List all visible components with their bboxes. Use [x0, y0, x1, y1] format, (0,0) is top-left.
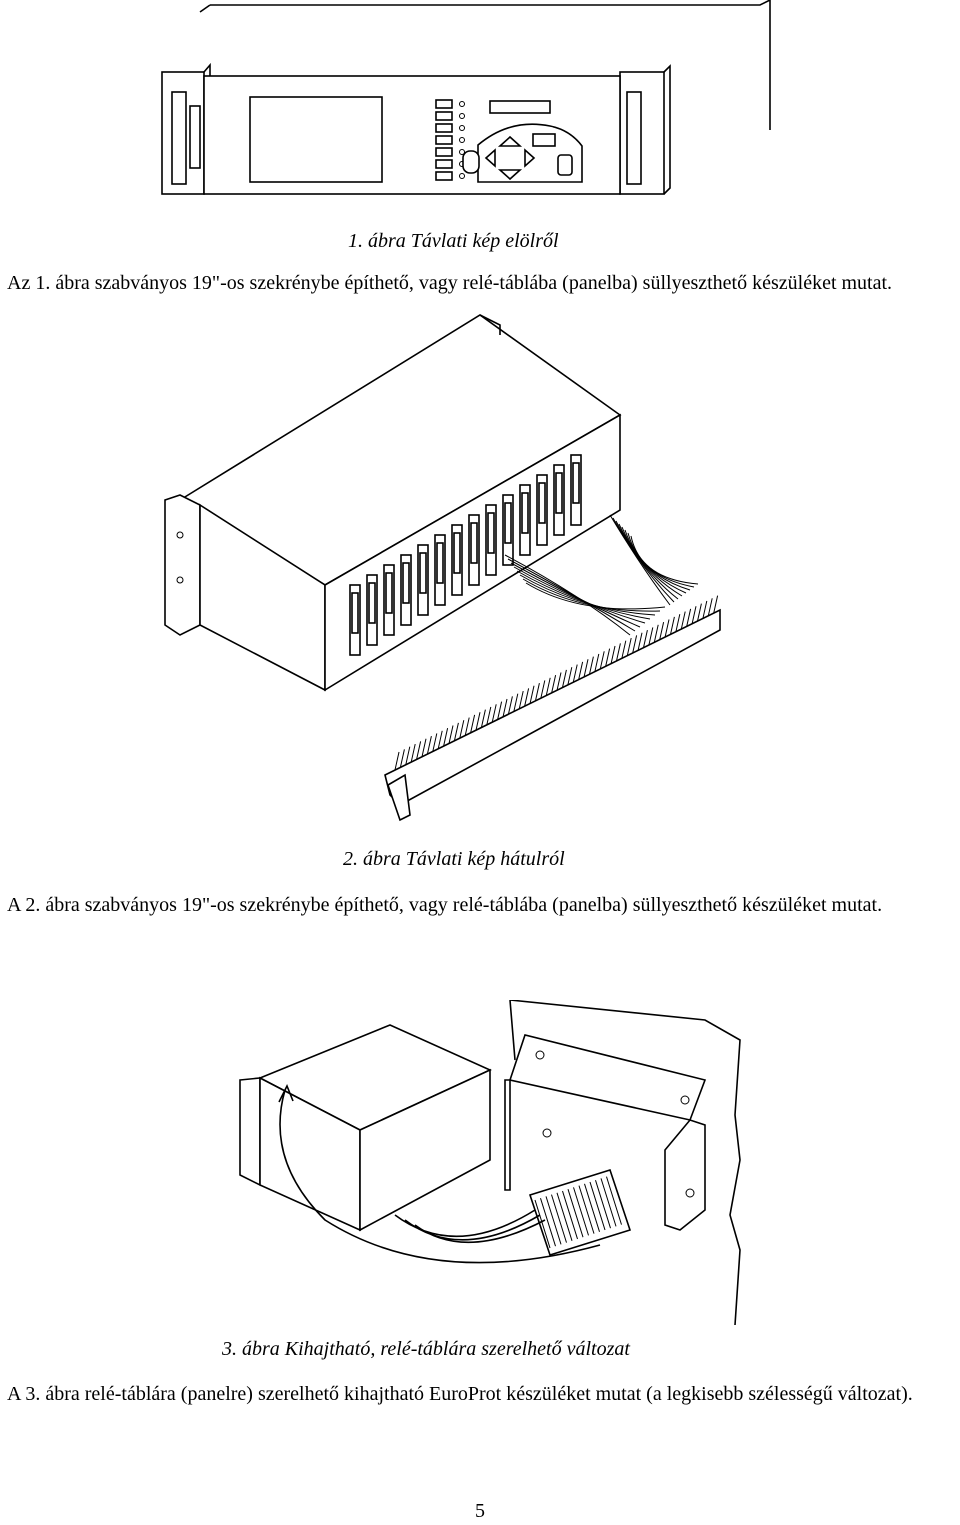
- figure-3-caption: 3. ábra Kihajtható, relé-táblára szerelh…: [222, 1338, 630, 1360]
- figure-1-paragraph: Az 1. ábra szabványos 19"-os szekrénybe …: [7, 272, 893, 294]
- figure-3-foldout-view: [235, 1000, 760, 1330]
- page-number: 5: [475, 1500, 485, 1522]
- figure-2-rear-view: [160, 305, 730, 830]
- figure-2-paragraph: A 2. ábra szabványos 19"-os szekrénybe é…: [7, 894, 883, 916]
- figure-3-paragraph: A 3. ábra relé-táblára (panelre) szerelh…: [7, 1383, 913, 1405]
- figure-1-front-view: [150, 0, 780, 205]
- figure-2-caption: 2. ábra Távlati kép hátulról: [343, 848, 565, 870]
- figure-1-caption: 1. ábra Távlati kép elölről: [348, 230, 559, 252]
